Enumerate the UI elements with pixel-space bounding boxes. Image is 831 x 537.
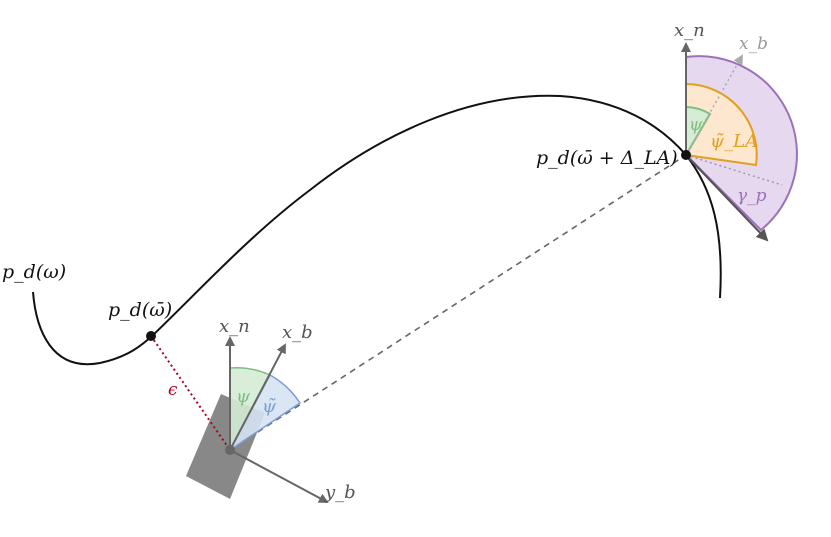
vehicle-north-axis-label: x_n <box>219 316 250 337</box>
vehicle-body-x-axis-label: x_b <box>282 322 313 343</box>
vehicle-psi-tilde-label: ψ̃ <box>262 396 277 417</box>
cross-track-error-line <box>150 335 231 451</box>
lookahead-body-axis <box>685 54 743 156</box>
desired-path-curve <box>32 94 722 366</box>
vehicle-origin-dot <box>225 445 235 455</box>
lookahead-point-label: p_d(ω̄ + Δ_LA) <box>536 147 678 169</box>
vehicle-body-x-axis <box>229 343 286 451</box>
lookahead-point-dot <box>681 150 691 160</box>
psi-la-sector <box>685 82 758 167</box>
cross-track-error-label: ϵ <box>168 380 178 400</box>
lookahead-psi-la-label: ψ̃_LA <box>710 131 758 152</box>
lookahead-body-axis-label: x_b <box>739 34 768 54</box>
vehicle-body-y-axis <box>229 449 329 503</box>
path-angle-label: γ_p <box>737 186 767 206</box>
lookahead-north-axis-label: x_n <box>674 20 705 41</box>
closest-point-label: p_d(ω̄) <box>108 299 172 321</box>
lookahead-x-dotted-ext <box>685 154 783 186</box>
vehicle-psi-label: ψ <box>236 386 251 407</box>
path-tangent-arrow <box>685 154 769 242</box>
vehicle-body-y-axis-label: y_b <box>324 482 356 503</box>
lookahead-psi-label: ψ <box>689 115 703 135</box>
closest-point-dot <box>146 331 156 341</box>
path-function-label: p_d(ω) <box>2 261 66 283</box>
line-of-sight <box>229 154 687 451</box>
